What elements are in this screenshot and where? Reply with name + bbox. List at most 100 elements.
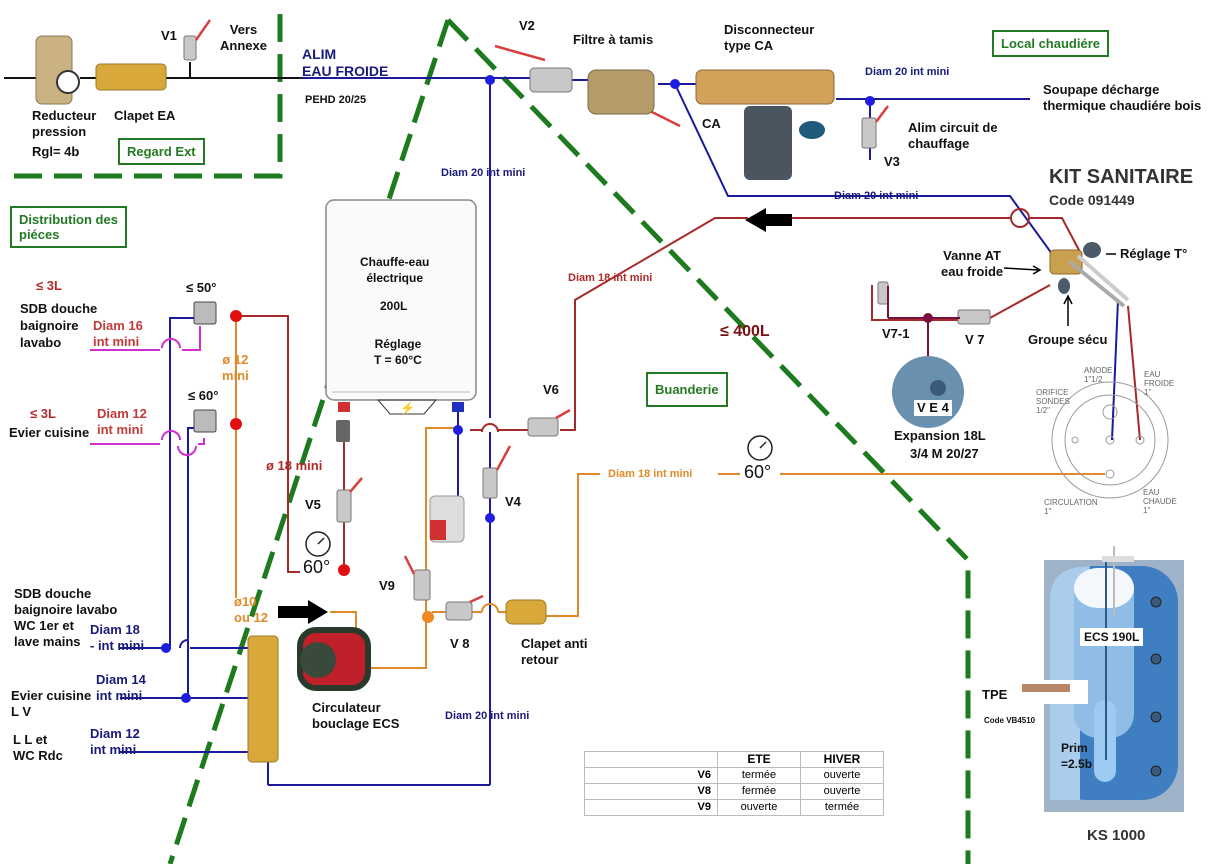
valve-v6-icon bbox=[527, 417, 559, 437]
storage-tank-icon bbox=[1022, 546, 1184, 812]
heater-base bbox=[376, 399, 438, 415]
disconnector-icon bbox=[695, 69, 835, 105]
tpe-code-label: Code VB4510 bbox=[984, 716, 1036, 725]
disconnector-drain-icon bbox=[744, 106, 792, 180]
cold-outlet-1-room: SDB douche baignoire lavabo WC 1er et la… bbox=[14, 586, 118, 649]
diam20-top-label: Diam 20 int mini bbox=[865, 66, 950, 78]
filter-icon bbox=[587, 69, 655, 115]
outlet-2-mix: ≤ 60° bbox=[188, 388, 219, 403]
v4-label: V4 bbox=[505, 494, 521, 509]
valve-handles bbox=[194, 19, 889, 604]
disconnecteur-label: Disconnecteur type CA bbox=[724, 22, 815, 53]
clapet-anti-retour-label: Clapet anti retour bbox=[521, 636, 588, 667]
manifold-icon bbox=[247, 635, 279, 763]
flange-circulation-label: CIRCULATION 1" bbox=[1044, 498, 1098, 516]
v5-label: V5 bbox=[305, 497, 321, 512]
outlet-2-diam: Diam 12 int mini bbox=[97, 406, 147, 437]
table-cell-valve: V8 bbox=[584, 783, 718, 800]
flow-arrow-left-icon bbox=[745, 208, 792, 232]
outlet-2-room: Evier cuisine bbox=[9, 425, 90, 440]
thermometer-icons bbox=[305, 435, 773, 557]
outlet-1-mix: ≤ 50° bbox=[186, 280, 217, 295]
valve-v4-icon bbox=[482, 467, 498, 499]
reducteur-label: Reducteur pression bbox=[32, 108, 97, 139]
reducteur-setting-label: Rgl= 4b bbox=[32, 144, 80, 159]
zone-regard-ext: Regard Ext bbox=[118, 138, 205, 165]
v2-label: V2 bbox=[519, 18, 535, 33]
alim-chauffage-label: Alim circuit de chauffage bbox=[908, 120, 998, 151]
diam20-bottom-label: Diam 20 int mini bbox=[445, 710, 530, 722]
pressure-gauge-icon bbox=[56, 70, 80, 94]
table-cell-hiver: termée bbox=[800, 799, 884, 816]
valve-v2-icon bbox=[529, 67, 573, 93]
thermo-60-right-label: 60° bbox=[744, 462, 772, 482]
v8-label: V 8 bbox=[450, 636, 470, 651]
kit-sanitaire-title: KIT SANITAIRE bbox=[1049, 166, 1194, 188]
v1-label: V1 bbox=[161, 28, 177, 43]
water-heater-volume: 200L bbox=[380, 299, 408, 313]
table-header-row: ETE HIVER bbox=[584, 751, 884, 768]
tpe-label: TPE bbox=[982, 687, 1008, 702]
valve-icons bbox=[183, 35, 991, 621]
reglage-t-label: Réglage T° bbox=[1120, 246, 1188, 261]
table-cell-hiver: ouverte bbox=[800, 767, 884, 784]
clapet-ea-label: Clapet EA bbox=[114, 108, 176, 123]
flange-orifice-label: ORIFICE SONDES 1/2" bbox=[1036, 388, 1070, 415]
valve-v3-icon bbox=[861, 117, 877, 149]
expansion-vessel-icon bbox=[892, 356, 964, 428]
table-cell-ete: ouverte bbox=[717, 799, 801, 816]
table-cell-valve: V6 bbox=[584, 767, 718, 784]
table-row: V9 ouverte termée bbox=[584, 799, 884, 816]
vers-annexe-label: Vers Annexe bbox=[220, 22, 267, 53]
expansion-spec-label: 3/4 M 20/27 bbox=[910, 446, 979, 461]
table-cell-ete: fermée bbox=[717, 783, 801, 800]
brass-fittings bbox=[35, 35, 835, 763]
v7-1-label: V7-1 bbox=[882, 326, 910, 341]
valve-v7-icon bbox=[957, 309, 991, 325]
mixing-valves bbox=[193, 301, 217, 433]
v7-label: V 7 bbox=[965, 332, 985, 347]
table-header-empty bbox=[584, 751, 718, 768]
ca-label: CA bbox=[702, 116, 721, 131]
zone-borders bbox=[2, 14, 971, 864]
table-cell-ete: termée bbox=[717, 767, 801, 784]
soupape-label: Soupape décharge thermique chaudiére boi… bbox=[1043, 82, 1202, 113]
outlet-2-limit: ≤ 3L bbox=[30, 406, 56, 421]
valve-v5-icon bbox=[336, 489, 352, 523]
table-cell-valve: V9 bbox=[584, 799, 718, 816]
check-valve-icon bbox=[505, 599, 547, 625]
pehd-label: PEHD 20/25 bbox=[305, 94, 367, 106]
water-heater-setting: Réglage T = 60°C bbox=[374, 337, 422, 367]
ecs-label: ECS 190L bbox=[1080, 628, 1144, 646]
ve4-label: V E 4 bbox=[914, 400, 952, 416]
vanne-at-label: Vanne AT eau froide bbox=[941, 248, 1004, 279]
flange-eau-chaude-label: EAU CHAUDE 1" bbox=[1143, 488, 1177, 515]
outlet-1-room: SDB douche baignoire lavabo bbox=[20, 301, 98, 350]
prim-label: Prim =2.5b bbox=[1061, 741, 1093, 771]
zone-buanderie: Buanderie bbox=[646, 372, 728, 407]
filtre-label: Filtre à tamis bbox=[573, 32, 654, 47]
nf-badge-icon bbox=[799, 121, 825, 139]
kit-sanitaire-icon bbox=[1049, 242, 1130, 308]
table-header-hiver: HIVER bbox=[800, 751, 884, 768]
expansion-label: Expansion 18L bbox=[894, 428, 986, 443]
table-cell-hiver: ouverte bbox=[800, 783, 884, 800]
clapet-ea-icon bbox=[95, 63, 167, 91]
v6-label: V6 bbox=[543, 382, 559, 397]
flange-diagram bbox=[1051, 381, 1169, 499]
cold-outlet-1-diam: Diam 18 - int mini bbox=[90, 622, 145, 653]
buanderie-right-border bbox=[446, 18, 971, 864]
thermo-60-left-label: 60° bbox=[303, 557, 331, 577]
flange-eau-froide-label: EAU FROIDE 1" bbox=[1144, 370, 1175, 397]
lightning-icon: ⚡ bbox=[400, 401, 415, 415]
groupe-secu-label: Groupe sécu bbox=[1028, 332, 1108, 347]
alim-label-2: EAU FROIDE bbox=[302, 63, 389, 79]
cold-outlet-3-diam: Diam 12 int mini bbox=[90, 726, 140, 757]
table-header-ete: ETE bbox=[717, 751, 801, 768]
flow-arrow-right-icon bbox=[278, 600, 328, 624]
zone-distribution: Distribution des piéces bbox=[10, 206, 127, 248]
cold-outlet-2-diam: Diam 14 int mini bbox=[96, 672, 146, 703]
diam18-orange-label: Diam 18 int mini bbox=[608, 468, 693, 480]
table-row: V8 fermée ouverte bbox=[584, 783, 884, 800]
